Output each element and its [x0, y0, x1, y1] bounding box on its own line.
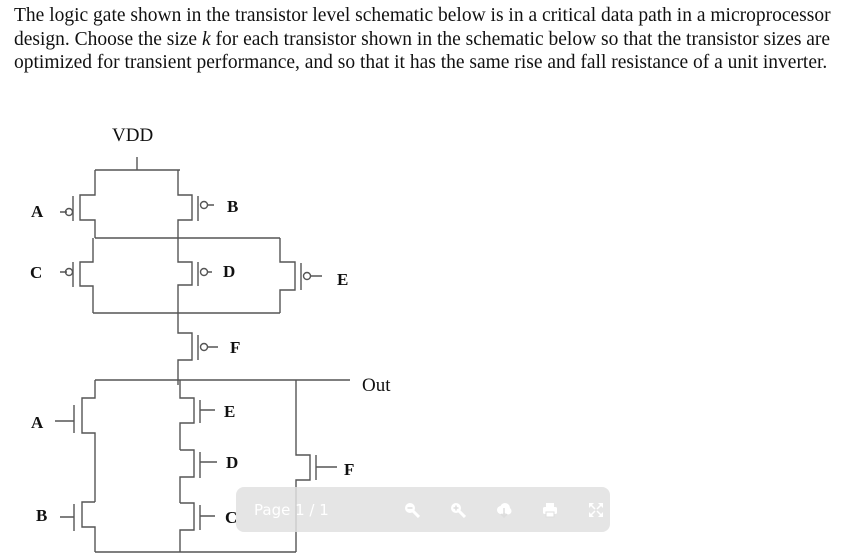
pmos-b [177, 170, 214, 238]
nmos-c [179, 502, 215, 552]
vdd-label: VDD [112, 125, 154, 146]
nmos-a-label: A [31, 413, 44, 432]
nmos-a [55, 380, 96, 502]
print-icon[interactable] [542, 502, 558, 518]
nmos-e-label: E [224, 402, 236, 421]
vdd-wire [95, 157, 180, 171]
pmos-c [60, 238, 94, 313]
question-text: The logic gate shown in the transistor l… [14, 4, 834, 75]
question-part: The logic gate shown in the transistor l… [14, 5, 831, 50]
pmos-a-label: A [31, 202, 44, 221]
nmos-e [179, 380, 215, 450]
pmos-c-label: C [30, 263, 43, 282]
pmos-b-label: B [227, 197, 239, 216]
nmos-d [179, 449, 217, 503]
nmos-f-label: F [344, 460, 355, 479]
question-part: for each transistor shown in the schemat… [14, 28, 831, 74]
nmos-b-label: B [36, 506, 48, 525]
nmos-b [60, 501, 96, 552]
pmos-a [60, 170, 96, 238]
zoom-in-icon[interactable] [450, 502, 466, 518]
download-icon[interactable] [496, 502, 512, 518]
page-indicator: Page 1 / 1 [254, 500, 329, 519]
pmos-e-label: E [337, 270, 349, 289]
variable-k: k [201, 28, 211, 50]
pmos-d [177, 238, 212, 313]
pmos-f [177, 313, 218, 385]
nmos-d-label: D [226, 453, 239, 472]
pdf-viewer-toolbar: Page 1 / 1 [236, 487, 610, 532]
pmos-e [279, 238, 322, 313]
fullscreen-icon[interactable] [588, 502, 604, 518]
nmos-c-label: C [225, 508, 238, 527]
out-label: Out [362, 375, 391, 396]
pmos-d-label: D [223, 262, 236, 281]
pmos-f-label: F [230, 338, 241, 357]
zoom-out-icon[interactable] [404, 502, 420, 518]
